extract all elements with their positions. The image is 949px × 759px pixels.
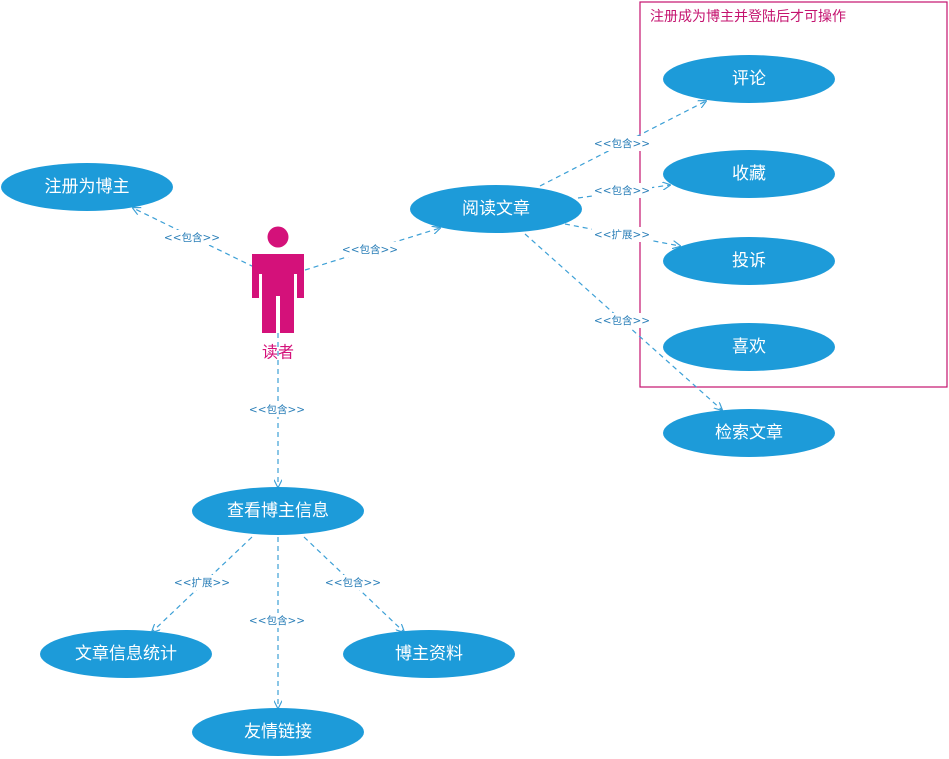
relation-view-stats: <<扩展>>: [174, 576, 230, 589]
actor-reader[interactable]: 读者: [252, 226, 304, 362]
relation-actor-register: <<包含>>: [164, 231, 220, 244]
actor-head: [267, 226, 289, 248]
usecase-search[interactable]: 检索文章: [663, 409, 835, 457]
connector-read-search: [524, 233, 722, 410]
relation-view-links: <<包含>>: [249, 614, 305, 627]
usecase-complain-label: 投诉: [732, 251, 766, 271]
usecase-read-label: 阅读文章: [462, 199, 530, 219]
usecase-view-blogger[interactable]: 查看博主信息: [192, 487, 364, 535]
usecase-read[interactable]: 阅读文章: [410, 185, 582, 233]
relation-view-profile: <<包含>>: [325, 576, 381, 589]
usecase-favorite-label: 收藏: [732, 164, 766, 184]
usecase-links[interactable]: 友情链接: [192, 708, 364, 756]
usecase-search-label: 检索文章: [715, 423, 783, 443]
usecase-complain[interactable]: 投诉: [663, 237, 835, 285]
connector-view-stats: [152, 536, 253, 632]
relation-read-complain: <<扩展>>: [594, 228, 650, 241]
usecase-view-blogger-label: 查看博主信息: [227, 501, 329, 521]
boundary-title: 注册成为博主并登陆后才可操作: [650, 8, 846, 25]
actor-body: [252, 254, 304, 333]
relation-read-comment: <<包含>>: [594, 137, 650, 150]
usecase-profile[interactable]: 博主资料: [343, 630, 515, 678]
connector-view-profile: [303, 536, 404, 632]
usecase-comment[interactable]: 评论: [663, 55, 835, 103]
usecase-links-label: 友情链接: [244, 722, 312, 742]
relation-actor-read: <<包含>>: [342, 243, 398, 256]
relation-read-search: <<包含>>: [594, 314, 650, 327]
actor-label: 读者: [262, 343, 294, 362]
usecase-comment-label: 评论: [732, 69, 766, 89]
relation-read-favorite: <<包含>>: [594, 184, 650, 197]
usecase-like-label: 喜欢: [732, 337, 766, 357]
usecase-like[interactable]: 喜欢: [663, 323, 835, 371]
usecase-stats[interactable]: 文章信息统计: [40, 630, 212, 678]
usecase-profile-label: 博主资料: [395, 644, 463, 664]
usecase-favorite[interactable]: 收藏: [663, 150, 835, 198]
relation-actor-view: <<包含>>: [249, 403, 305, 416]
usecase-register[interactable]: 注册为博主: [1, 163, 173, 211]
usecase-register-label: 注册为博主: [45, 177, 130, 197]
usecase-stats-label: 文章信息统计: [75, 644, 177, 664]
connector-actor-read: [304, 228, 440, 271]
